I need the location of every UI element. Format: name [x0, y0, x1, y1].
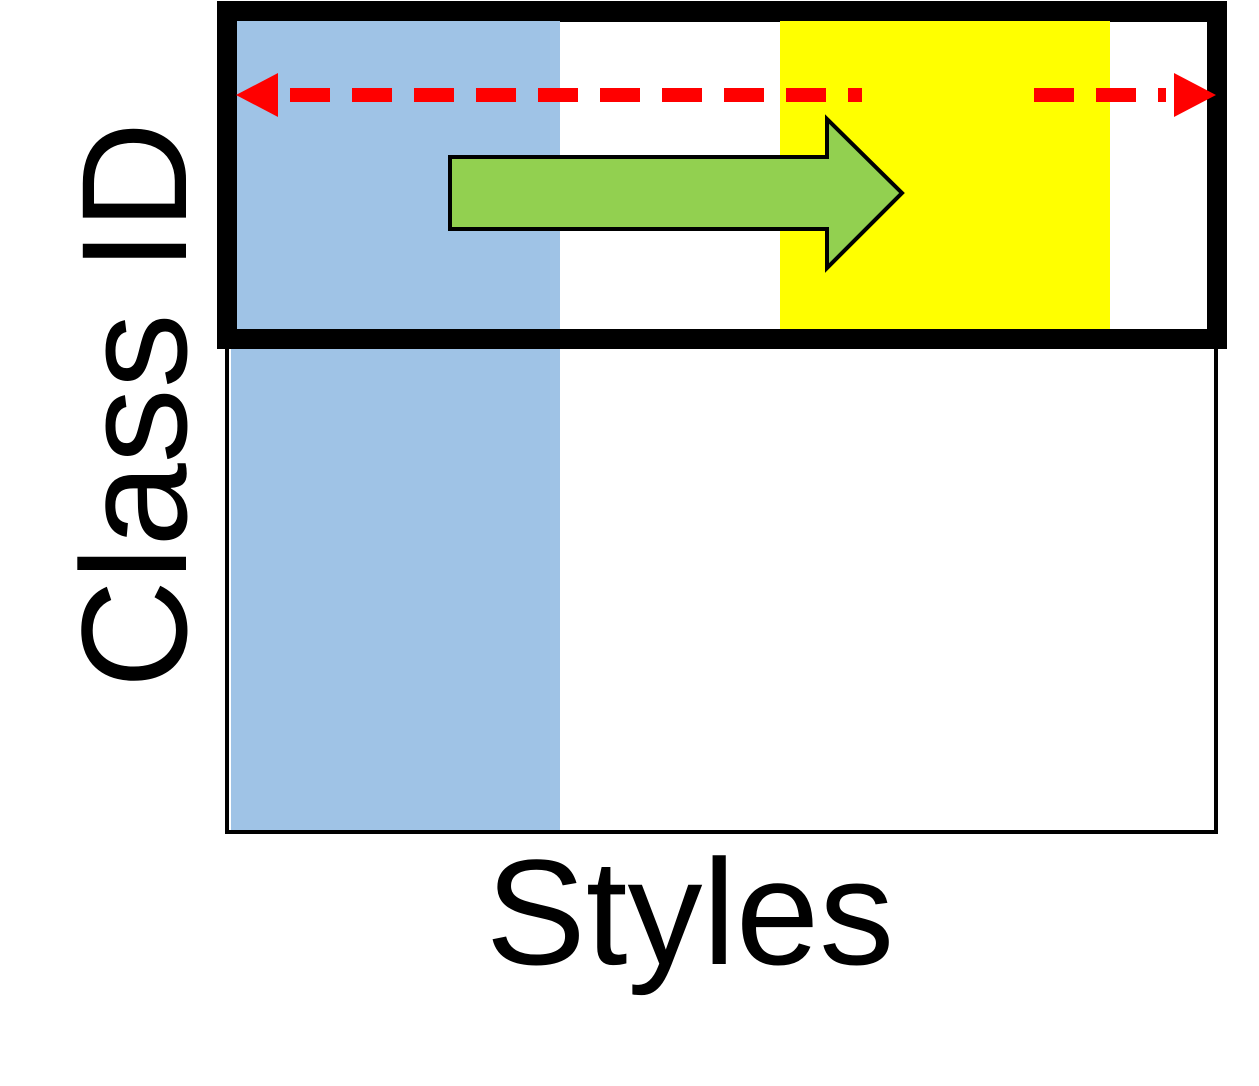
- x-axis-label: Styles: [486, 828, 894, 996]
- red-dashed-double-arrow-icon: [236, 73, 1216, 117]
- selected-class-row-box: [217, 1, 1227, 349]
- blue-style-column: [231, 20, 560, 830]
- y-axis-label: Class ID: [50, 122, 218, 689]
- green-block-arrow-right-icon: [448, 114, 905, 273]
